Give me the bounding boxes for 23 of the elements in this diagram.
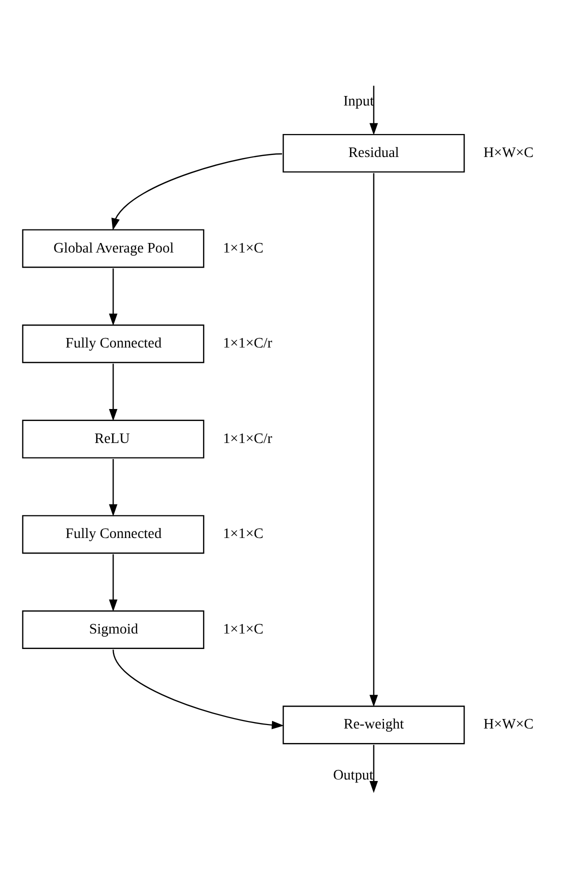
node-box: Fully Connected: [22, 324, 204, 363]
node-label: 1×1×C: [222, 620, 264, 637]
node-label: 1×1×C: [222, 526, 264, 542]
node-box: Sigmoid: [22, 610, 204, 648]
arrow: [108, 554, 118, 612]
node-box: Global Average Pool: [22, 228, 204, 268]
node-box: Residual: [282, 133, 465, 172]
node-box: Fully Connected: [22, 514, 204, 554]
arrow: [111, 152, 282, 230]
node-box: Re-weight: [282, 705, 465, 744]
node-label: H×W×C: [483, 716, 534, 732]
arrow: [370, 172, 378, 706]
arrow: [108, 268, 118, 326]
arrow: [108, 363, 118, 421]
node-label: 1×1×C/r: [222, 430, 272, 446]
arrow: [370, 85, 378, 135]
node-label: 1×1×C/r: [222, 335, 272, 352]
node-label: H×W×C: [483, 144, 534, 160]
node-box: ReLU: [22, 419, 204, 458]
arrow: [112, 648, 284, 729]
arrow: [370, 744, 378, 793]
node-label: 1×1×C: [222, 240, 264, 256]
arrow: [108, 458, 118, 516]
